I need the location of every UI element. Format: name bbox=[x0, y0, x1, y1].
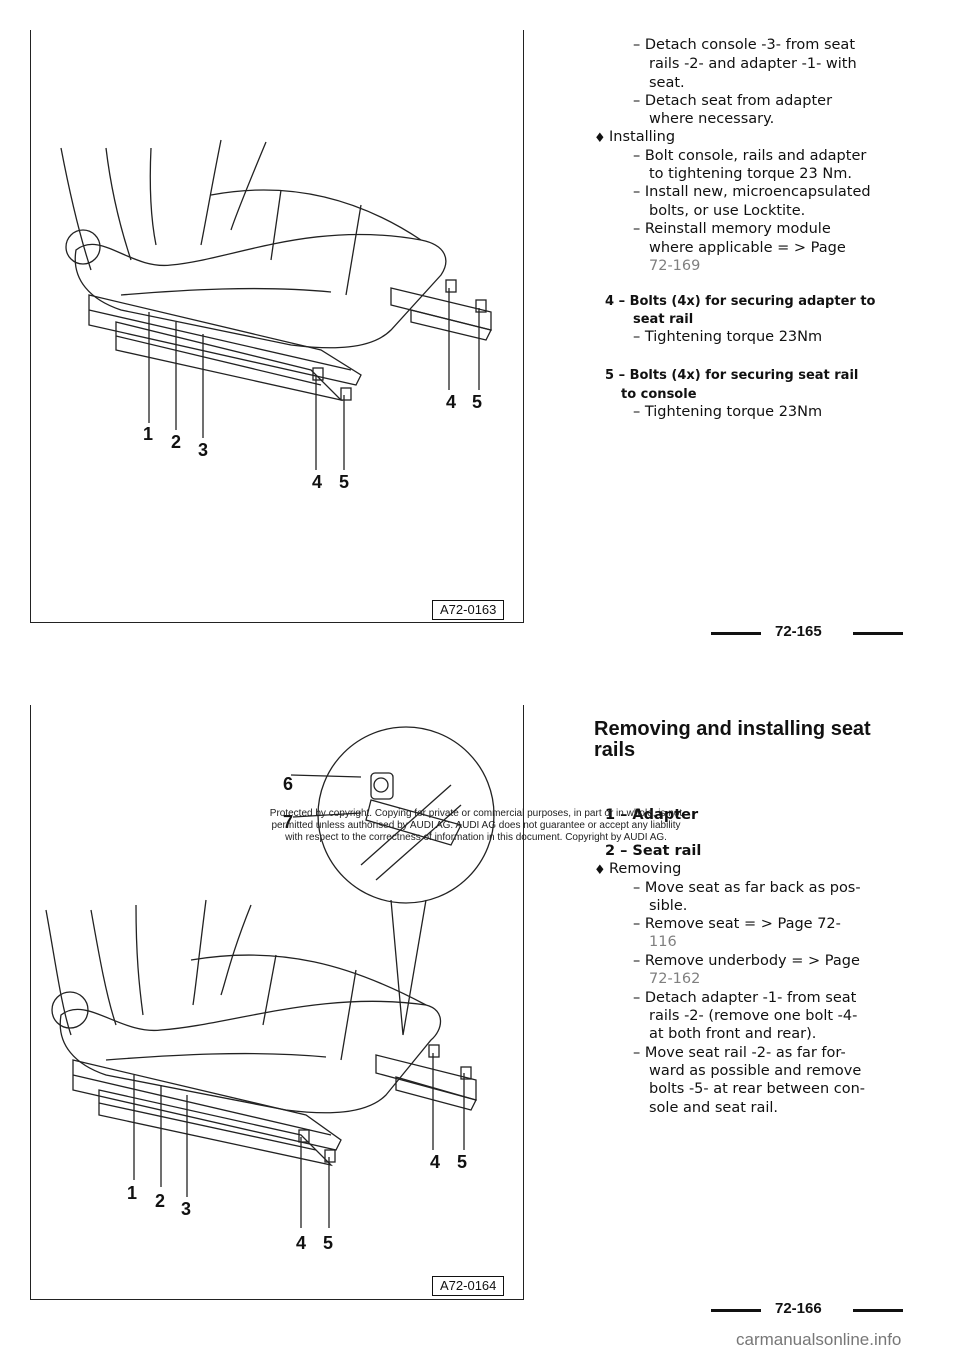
page-number-1: 72-165 bbox=[775, 623, 822, 640]
p2-line-3: – Remove seat = > Page 72- bbox=[633, 916, 841, 932]
p2-line-1: – Move seat as far back as pos- bbox=[633, 880, 861, 896]
p2-line-removing: Removing bbox=[609, 861, 682, 877]
p2-page-ref-116[interactable]: 116 bbox=[649, 934, 677, 950]
p2-line-5: – Detach adapter -1- from seat bbox=[633, 990, 857, 1006]
diamond-bullet-icon: ♦ bbox=[594, 131, 606, 146]
p2-line-8: – Move seat rail -2- as far for- bbox=[633, 1045, 846, 1061]
p2-line-6: rails -2- (remove one bolt -4- bbox=[649, 1008, 858, 1024]
figure2-label-3: 3 bbox=[181, 1199, 192, 1219]
figure2-label-5a: 5 bbox=[457, 1152, 468, 1172]
figure2-label-1: 1 bbox=[127, 1183, 138, 1203]
diamond-bullet-icon-2: ♦ bbox=[594, 863, 606, 878]
figure2-label-6: 6 bbox=[283, 774, 294, 794]
figure1-label-4b: 4 bbox=[312, 472, 323, 492]
figure1-label-5b: 5 bbox=[339, 472, 350, 492]
p1-line-4: – Detach seat from adapter bbox=[633, 93, 833, 109]
p1-item-5-title-cont: to console bbox=[621, 387, 697, 402]
figure1-label-5a: 5 bbox=[472, 392, 483, 412]
watermark-line-1: Protected by copyright. Copying for priv… bbox=[269, 808, 683, 819]
figure2-label-5b: 5 bbox=[323, 1233, 334, 1253]
p2-page-ref-72-162[interactable]: 72-162 bbox=[649, 971, 701, 987]
p1-item-4-title-cont: seat rail bbox=[633, 312, 694, 327]
figure-frame-1 bbox=[30, 30, 524, 623]
watermark-line-2: permitted unless authorised by AUDI AG. … bbox=[271, 820, 681, 831]
page-rule-left-2 bbox=[711, 1309, 761, 1312]
p1-line-6: Installing bbox=[609, 129, 676, 145]
p1-line-3: seat. bbox=[649, 75, 685, 91]
figure1-code: A72-0163 bbox=[432, 600, 505, 620]
figure1-label-2: 2 bbox=[171, 432, 182, 452]
seat-illustration-1 bbox=[60, 139, 492, 470]
p1-item-4-torque: – Tightening torque 23Nm bbox=[633, 329, 823, 345]
p2-line-7: at both front and rear). bbox=[649, 1026, 817, 1042]
p1-item-4-title: 4 – Bolts (4x) for securing adapter to bbox=[605, 294, 876, 309]
p1-page-ref-72-169[interactable]: 72-169 bbox=[649, 258, 701, 274]
p2-line-9: ward as possible and remove bbox=[649, 1063, 862, 1079]
p1-line-5: where necessary. bbox=[649, 111, 775, 127]
p1-line-9: – Install new, microencapsulated bbox=[633, 184, 871, 200]
p1-line-2: rails -2- and adapter -1- with bbox=[649, 56, 857, 72]
p2-line-2: sible. bbox=[649, 898, 688, 914]
figure2-label-7: 7 bbox=[283, 812, 294, 832]
footer-site-name[interactable]: carmanualsonline.info bbox=[736, 1330, 902, 1349]
figure2-label-2: 2 bbox=[155, 1191, 166, 1211]
figure1-label-3: 3 bbox=[198, 440, 209, 460]
page-rule-right-2 bbox=[853, 1309, 903, 1312]
p1-line-7: – Bolt console, rails and adapter bbox=[633, 148, 867, 164]
p2-line-11: sole and seat rail. bbox=[649, 1100, 779, 1116]
p1-line-8: to tightening torque 23 Nm. bbox=[649, 166, 852, 182]
figure1-label-4a: 4 bbox=[446, 392, 457, 412]
p1-line-1: – Detach console -3- from seat bbox=[633, 37, 856, 53]
p2-item-2: 2 – Seat rail bbox=[605, 843, 702, 859]
figure2-label-4a: 4 bbox=[430, 1152, 441, 1172]
p2-item-1: 1 – Adapter bbox=[605, 807, 699, 823]
page-rule-left-1 bbox=[711, 632, 761, 635]
p1-line-12: where applicable = > Page bbox=[649, 240, 846, 256]
p1-line-11: – Reinstall memory module bbox=[633, 221, 831, 237]
p2-line-10: bolts -5- at rear between con- bbox=[649, 1081, 866, 1097]
copyright-watermark: Protected by copyright. Copying for priv… bbox=[236, 808, 716, 844]
figure2-label-4b: 4 bbox=[296, 1233, 307, 1253]
p1-line-10: bolts, or use Locktite. bbox=[649, 203, 806, 219]
section-heading-line-1: Removing and installing seat bbox=[594, 718, 871, 740]
section-heading-line-2: rails bbox=[594, 739, 636, 761]
seat-illustration-2 bbox=[45, 726, 495, 1228]
page-rule-right-1 bbox=[853, 632, 903, 635]
figure1-label-1: 1 bbox=[143, 424, 154, 444]
p2-line-4: – Remove underbody = > Page bbox=[633, 953, 860, 969]
p1-item-5-torque: – Tightening torque 23Nm bbox=[633, 404, 823, 420]
figure-frame-2 bbox=[30, 705, 524, 1300]
p1-item-5-title: 5 – Bolts (4x) for securing seat rail bbox=[605, 368, 859, 383]
figure2-code: A72-0164 bbox=[432, 1276, 505, 1296]
page-number-2: 72-166 bbox=[775, 1300, 822, 1317]
watermark-line-3: with respect to the correctness of infor… bbox=[285, 832, 667, 843]
